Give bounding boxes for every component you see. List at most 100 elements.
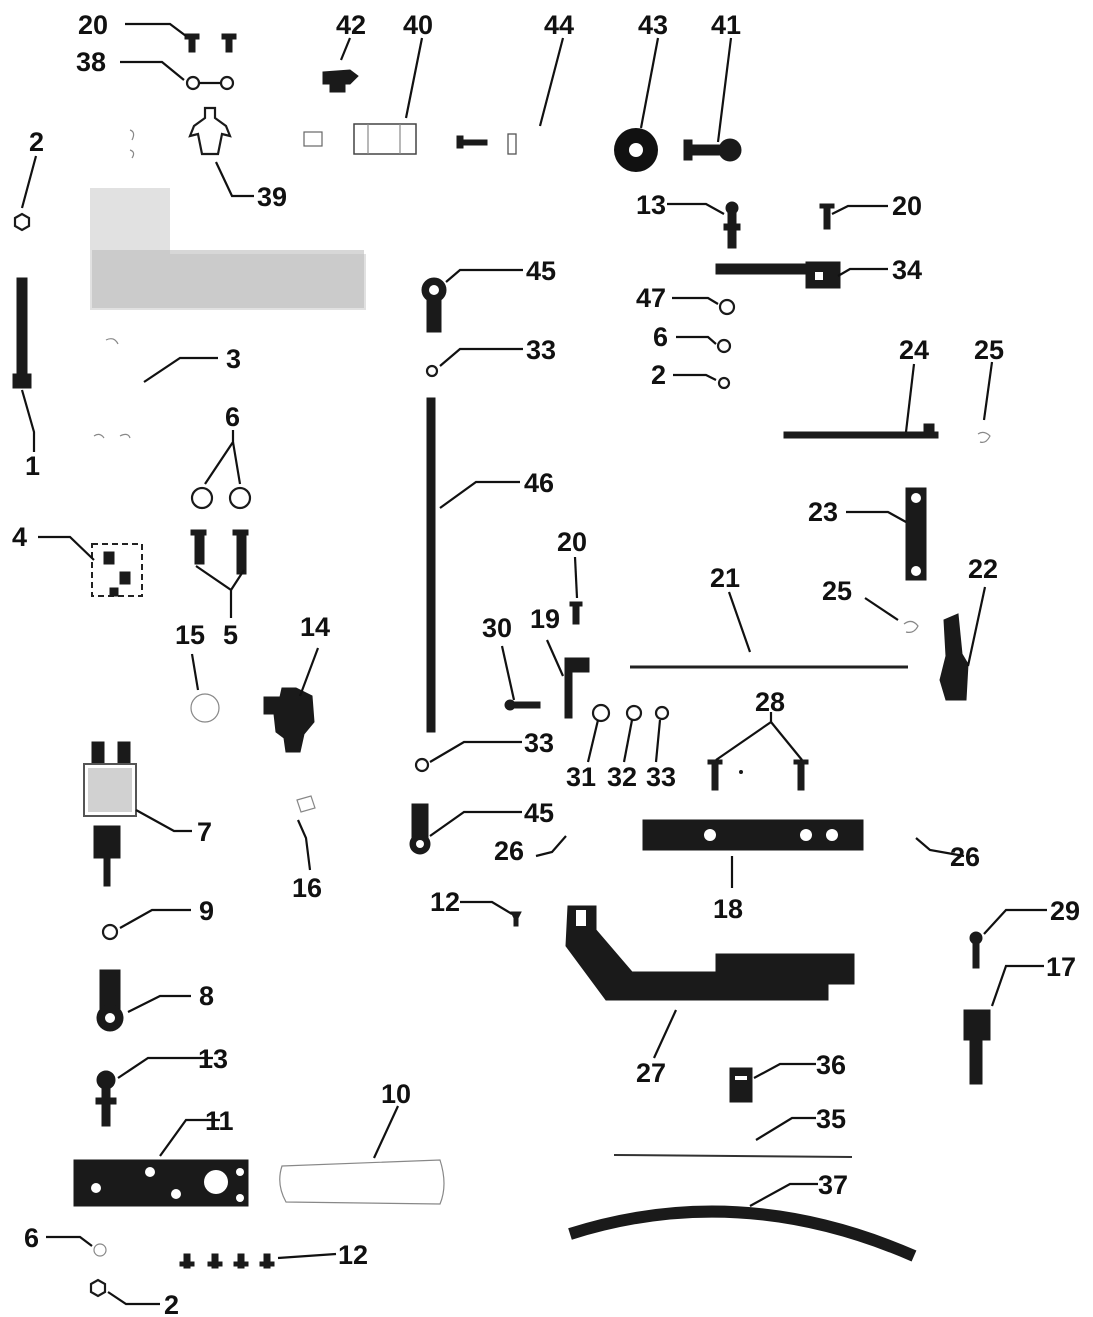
callout-25: 25 xyxy=(974,335,1004,365)
small-block-part-36 xyxy=(729,1067,753,1103)
callout-3: 3 xyxy=(226,344,241,374)
callout-41: 41 xyxy=(711,10,741,40)
cover-part-10 xyxy=(279,1159,445,1205)
callout-20: 20 xyxy=(892,191,922,221)
screw-pair-28 xyxy=(707,759,809,791)
washer-pair-6-mid xyxy=(190,486,252,510)
callout-13: 13 xyxy=(198,1044,228,1074)
callout-6: 6 xyxy=(653,322,668,352)
callout-43: 43 xyxy=(638,10,668,40)
grommet-part-43 xyxy=(614,128,658,172)
callout-22: 22 xyxy=(968,554,998,584)
rod-part-35 xyxy=(613,1154,853,1158)
rod-end-part-8 xyxy=(96,969,124,1032)
long-bolt-part-1 xyxy=(12,277,32,389)
callout-20: 20 xyxy=(557,527,587,557)
callout-45: 45 xyxy=(526,256,556,286)
nut-part-2-bottom xyxy=(89,1278,107,1298)
callout-46: 46 xyxy=(524,468,554,498)
valve-body-part-14 xyxy=(263,687,315,753)
callout-7: 7 xyxy=(197,817,212,847)
callout-36: 36 xyxy=(816,1050,846,1080)
callout-2: 2 xyxy=(651,360,666,390)
fitting-part-22 xyxy=(939,613,969,701)
cylinder-part-40 xyxy=(303,123,417,155)
link-part-23 xyxy=(905,487,927,581)
o-ring-part-15 xyxy=(190,693,220,723)
callout-35: 35 xyxy=(816,1104,846,1134)
callout-42: 42 xyxy=(336,10,366,40)
clip-part-25-lower xyxy=(903,620,919,633)
screw-part-12-mid xyxy=(510,911,522,927)
callout-30: 30 xyxy=(482,613,512,643)
callout-labels: 20 38 42 40 44 43 41 2 39 13 20 45 34 47… xyxy=(12,10,1080,1317)
washer-part-9 xyxy=(101,923,119,941)
callout-29: 29 xyxy=(1050,896,1080,926)
callout-16: 16 xyxy=(292,873,322,903)
callout-12: 12 xyxy=(338,1240,368,1270)
callout-33: 33 xyxy=(524,728,554,758)
callout-44: 44 xyxy=(544,10,574,40)
link-rod-assembly xyxy=(409,277,447,855)
callout-20: 20 xyxy=(78,10,108,40)
fitting-part-17 xyxy=(963,931,991,1085)
callout-32: 32 xyxy=(607,762,637,792)
callout-14: 14 xyxy=(300,612,330,642)
callout-4: 4 xyxy=(12,522,27,552)
clip-part-25-top xyxy=(977,431,991,443)
rod-part-24 xyxy=(783,423,939,439)
callout-45: 45 xyxy=(524,798,554,828)
clip-part-39 xyxy=(188,106,232,156)
callout-25: 25 xyxy=(822,576,852,606)
screw-row-12 xyxy=(179,1253,275,1269)
callout-17: 17 xyxy=(1046,952,1076,982)
callout-18: 18 xyxy=(713,894,743,924)
arm-assembly-34 xyxy=(715,201,841,289)
small-part-16 xyxy=(296,795,316,813)
callout-5: 5 xyxy=(223,620,238,650)
bar-part-18 xyxy=(642,819,864,851)
callout-37: 37 xyxy=(818,1170,848,1200)
callout-23: 23 xyxy=(808,497,838,527)
faint-mark-a xyxy=(129,129,135,159)
callout-26: 26 xyxy=(494,836,524,866)
callout-6: 6 xyxy=(225,402,240,432)
callout-9: 9 xyxy=(199,896,214,926)
callout-31: 31 xyxy=(566,762,596,792)
callout-15: 15 xyxy=(175,620,205,650)
switch-part-7 xyxy=(83,741,137,887)
plate-grey-top xyxy=(90,188,366,310)
callout-1: 1 xyxy=(25,451,40,481)
leader-lines xyxy=(20,22,1047,1306)
callout-12: 12 xyxy=(430,887,460,917)
fitting-part-42 xyxy=(322,69,359,93)
callout-21: 21 xyxy=(710,563,740,593)
callout-6: 6 xyxy=(24,1223,39,1253)
screw-pair-20-top xyxy=(184,33,237,53)
callout-8: 8 xyxy=(199,981,214,1011)
lever-part-19 xyxy=(504,601,590,719)
mount-plate-part-11 xyxy=(73,1159,249,1207)
callout-10: 10 xyxy=(381,1079,411,1109)
callout-40: 40 xyxy=(403,10,433,40)
callout-38: 38 xyxy=(76,47,106,77)
callout-47: 47 xyxy=(636,283,666,313)
callout-19: 19 xyxy=(530,604,560,634)
callout-2: 2 xyxy=(164,1290,179,1317)
bracket-part-27 xyxy=(565,905,855,1001)
hose-part-37 xyxy=(568,1205,917,1262)
callout-34: 34 xyxy=(892,255,922,285)
callout-39: 39 xyxy=(257,182,287,212)
callout-33: 33 xyxy=(646,762,676,792)
callout-11: 11 xyxy=(205,1106,234,1136)
pin-part-44 xyxy=(456,133,517,155)
bracket-part-4 xyxy=(91,543,143,597)
screw-pair-5 xyxy=(190,529,249,575)
washer-column-right xyxy=(716,298,736,390)
nut-part-2-top xyxy=(13,212,31,232)
ball-joint-part-41 xyxy=(683,138,742,162)
callout-2: 2 xyxy=(29,127,44,157)
callout-24: 24 xyxy=(899,335,929,365)
parts-layer xyxy=(12,33,991,1298)
